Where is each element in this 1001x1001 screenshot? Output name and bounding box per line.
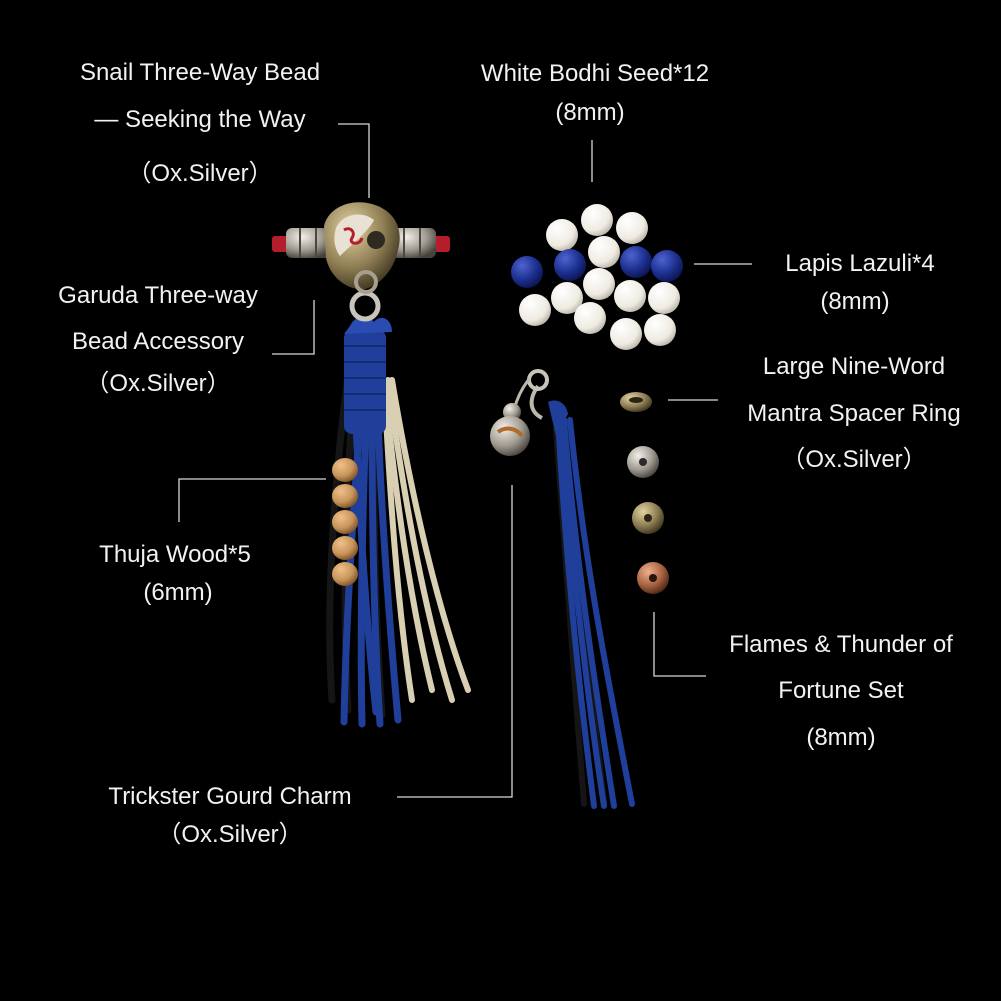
label-lapis-line2: (8mm) xyxy=(820,288,890,315)
bodhi-and-lapis-beads xyxy=(511,204,683,350)
leader-gourd xyxy=(397,485,513,798)
label-garuda-line1: Garuda Three-way xyxy=(58,282,258,309)
left-tassel xyxy=(326,290,471,728)
label-mantra-line2: Mantra Spacer Ring xyxy=(747,400,961,427)
mantra-spacer-ring xyxy=(620,392,652,412)
label-flames-line1: Flames & Thunder of xyxy=(729,631,953,658)
label-garuda-line2: Bead Accessory xyxy=(71,328,245,355)
label-mantra-line3: （Ox.Silver） xyxy=(781,446,927,473)
label-bodhi-line1: White Bodhi Seed*12 xyxy=(480,60,710,87)
label-bodhi-line2: (8mm) xyxy=(555,99,625,126)
label-gourd-line2: （Ox.Silver） xyxy=(157,821,303,848)
label-garuda-line3: （Ox.Silver） xyxy=(85,370,231,397)
label-thuja-line2: (6mm) xyxy=(143,579,213,606)
label-thuja-line1: Thuja Wood*5 xyxy=(99,541,251,568)
label-snail-line3: （Ox.Silver） xyxy=(127,160,273,187)
label-flames-line2: Fortune Set xyxy=(778,677,904,704)
leader-lines xyxy=(178,123,752,798)
label-lapis-line1: Lapis Lazuli*4 xyxy=(785,250,935,277)
flames-thunder-set xyxy=(627,446,669,594)
label-flames-line3: (8mm) xyxy=(806,724,876,751)
snail-three-way-bead xyxy=(272,202,450,294)
thuja-wood-beads xyxy=(332,458,358,586)
leader-flames xyxy=(653,612,706,677)
leader-garuda xyxy=(272,300,315,355)
gourd-charm-tassel xyxy=(490,369,635,809)
label-snail-line1: Snail Three-Way Bead xyxy=(79,59,321,86)
leader-thuja xyxy=(178,478,326,522)
label-snail-line2: — Seeking the Way xyxy=(94,106,306,133)
leader-snail xyxy=(338,123,370,198)
label-mantra-line1: Large Nine-Word xyxy=(762,353,946,380)
label-gourd-line1: Trickster Gourd Charm xyxy=(108,783,352,810)
